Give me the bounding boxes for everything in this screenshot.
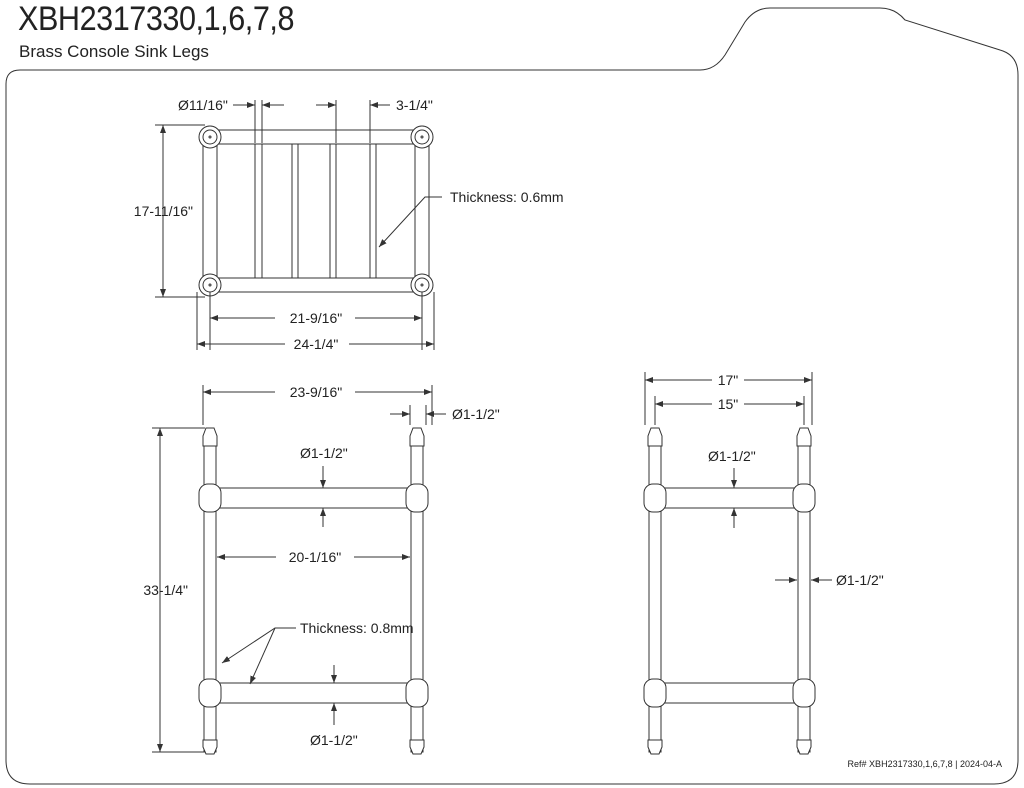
rail-joint <box>792 678 816 708</box>
leg-cap <box>202 427 218 447</box>
slat <box>254 143 263 279</box>
leg-foot <box>647 739 663 755</box>
tube-diameter-label: Ø11/16" <box>178 97 228 113</box>
drawing-title: XBH2317330,1,6,7,8 <box>18 0 295 38</box>
rail-joint <box>643 483 667 513</box>
leg-cap <box>796 427 812 447</box>
front-view <box>198 427 429 755</box>
outer-depth-label: 17" <box>718 372 739 388</box>
slat <box>369 143 377 279</box>
side-leg-diameter-label: Ø1-1/2" <box>836 572 884 588</box>
corner-center <box>208 283 212 287</box>
rail <box>661 487 798 509</box>
front-view-dimensions: 23-9/16" Ø1-1/2" 33-1/4" Ø1-1/2" 20-1/16… <box>143 384 500 753</box>
rail-joint <box>198 678 222 708</box>
drawing-frame <box>5 7 1019 785</box>
rail-joint <box>405 483 429 513</box>
rail-joint <box>792 483 816 513</box>
corner-fitting-inner <box>202 277 218 293</box>
drawing-subtitle: Brass Console Sink Legs <box>19 42 209 61</box>
corner-fitting-inner <box>202 129 218 145</box>
top-view-dimensions: 17-11/16" Ø11/16" 3-1/4" Thickness: 0.6m… <box>134 97 564 352</box>
leg-cap <box>409 427 425 447</box>
depth-label: 17-11/16" <box>134 203 193 219</box>
leg-foot <box>202 739 218 755</box>
corner-center <box>420 283 424 287</box>
thickness-label-top: Thickness: 0.6mm <box>450 189 564 205</box>
slat <box>291 143 299 279</box>
top-view <box>198 125 434 297</box>
rail <box>661 682 798 704</box>
height-label: 33-1/4" <box>143 582 188 598</box>
leg-foot <box>796 739 812 755</box>
corner-center <box>420 135 424 139</box>
rail-joint <box>643 678 667 708</box>
rail-joint <box>405 678 429 708</box>
corner-fitting-inner <box>414 277 430 293</box>
front-inner-width-label: 20-1/16" <box>289 549 341 565</box>
lower-rail-diameter-label: Ø1-1/2" <box>310 732 358 748</box>
rail <box>216 682 411 704</box>
inner-width-label: 21-9/16" <box>290 310 342 326</box>
rail <box>216 487 411 509</box>
front-width-label: 23-9/16" <box>290 384 342 400</box>
thickness-label-front: Thickness: 0.8mm <box>300 620 414 636</box>
slat <box>329 143 337 279</box>
leg-foot <box>409 739 425 755</box>
side-view <box>643 427 816 755</box>
corner-fitting-inner <box>414 129 430 145</box>
upper-rail-diameter-label: Ø1-1/2" <box>300 445 348 461</box>
leg-cap <box>647 427 663 447</box>
spacing-label: 3-1/4" <box>396 97 433 113</box>
corner-center <box>208 135 212 139</box>
side-view-dimensions: 17" 15" Ø1-1/2" Ø1-1/2" <box>644 372 884 588</box>
side-rail-diameter-label: Ø1-1/2" <box>708 448 756 464</box>
front-leg-diameter-label: Ø1-1/2" <box>452 406 500 422</box>
inner-depth-label: 15" <box>718 396 739 412</box>
reference-number: Ref# XBH2317330,1,6,7,8 | 2024-04-A <box>848 759 1002 769</box>
rail-joint <box>198 483 222 513</box>
outer-width-label: 24-1/4" <box>294 336 339 352</box>
